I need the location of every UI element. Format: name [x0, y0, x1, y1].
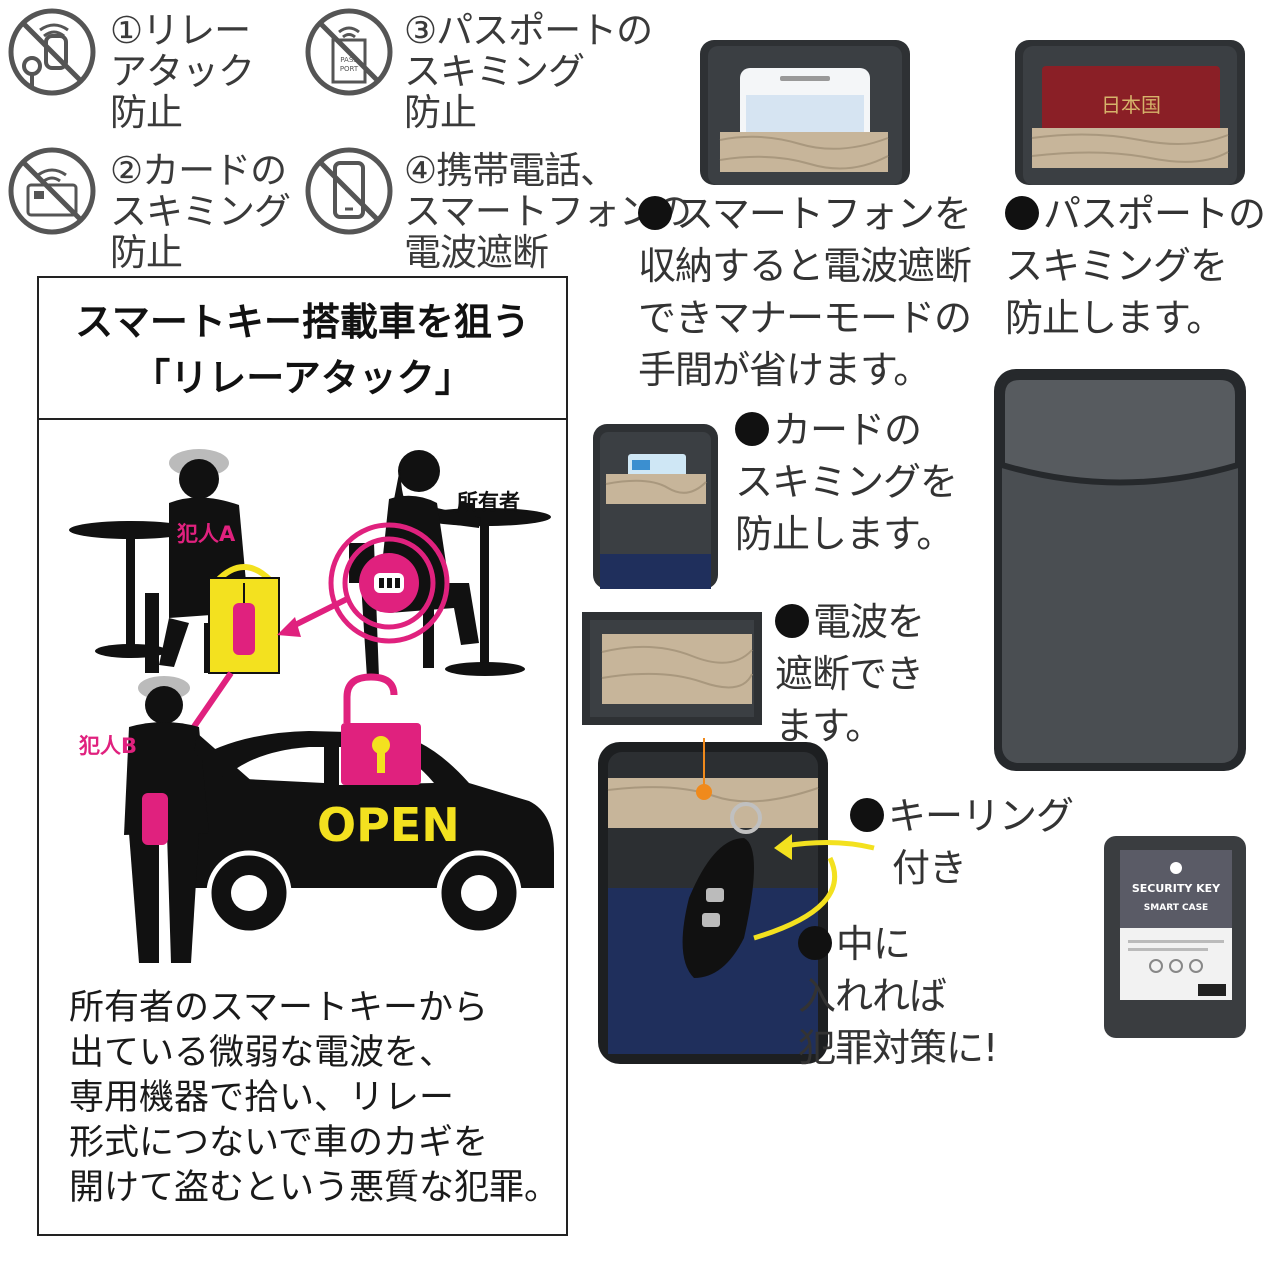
passport-cover-text: 日本国 — [1101, 93, 1161, 117]
smart-key-signal — [328, 522, 450, 644]
passport-icon: PASS PORT — [305, 8, 393, 96]
product-package-photo: SECURITY KEY SMART CASE — [1104, 836, 1246, 1038]
block-caption: 電波を 遮断でき ます。 — [775, 600, 925, 748]
package-brand: SECURITY KEY — [1132, 882, 1221, 895]
passport-caption: パスポートの スキミングを 防止します。 — [1005, 192, 1266, 340]
relay-attack-illustration: 犯人A 所有者 — [69, 449, 554, 963]
card-caption: カードの スキミングを 防止します。 — [735, 408, 958, 556]
key-pouch-photo — [598, 738, 875, 1064]
criminal-b-figure — [124, 676, 254, 963]
passport-icon-text-1: PASS — [340, 56, 358, 64]
feature-card-text: ②カードのスキミング防止 — [110, 149, 291, 274]
criminal-a-label: 犯人A — [176, 522, 236, 546]
package-product: SMART CASE — [1144, 903, 1208, 913]
bullet-dot — [1005, 196, 1039, 230]
mobile-block-icon — [305, 147, 393, 235]
passport-pouch-photo: 日本国 — [1015, 40, 1245, 185]
gray-pouch-photo — [994, 369, 1246, 771]
bullet-dot — [735, 412, 769, 446]
passport-icon-text-2: PORT — [340, 65, 359, 73]
bullet-dot — [638, 196, 672, 230]
card-skimming-icon — [8, 147, 96, 235]
relay-attack-icon — [8, 8, 96, 96]
bullet-dot — [775, 604, 809, 638]
relay-description: 所有者のスマートキーから 出ている微弱な電波を、 専用機器で拾い、リレー 形式に… — [69, 988, 560, 1208]
bullet-dot — [850, 798, 884, 832]
smartphone-caption: スマートフォンを 収納すると電波遮断 できマナーモードの 手間が省けます。 — [638, 192, 972, 392]
criminal-b-label: 犯人B — [78, 734, 137, 758]
open-padlock-icon — [341, 673, 421, 785]
owner-label: 所有者 — [457, 490, 520, 514]
feature-relay-text: ①リレーアタック防止 — [110, 9, 255, 134]
foil-opening-photo — [582, 612, 762, 725]
relay-attack-panel: スマートキー搭載車を狙う 「リレーアタック」 犯人A — [37, 276, 568, 1236]
feature-passport-text: ③パスポートのスキミング防止 — [404, 9, 653, 134]
inside-caption: 中に 入れれば 犯罪対策に! — [798, 922, 998, 1070]
open-label: OPEN — [317, 798, 460, 852]
bullet-dot — [798, 926, 832, 960]
keyring-caption: キーリング 付き — [850, 790, 1074, 894]
panel-title: スマートキー搭載車を狙う 「リレーアタック」 — [39, 278, 566, 420]
smartphone-pouch-photo — [700, 40, 910, 185]
card-pouch-photo — [593, 424, 718, 589]
